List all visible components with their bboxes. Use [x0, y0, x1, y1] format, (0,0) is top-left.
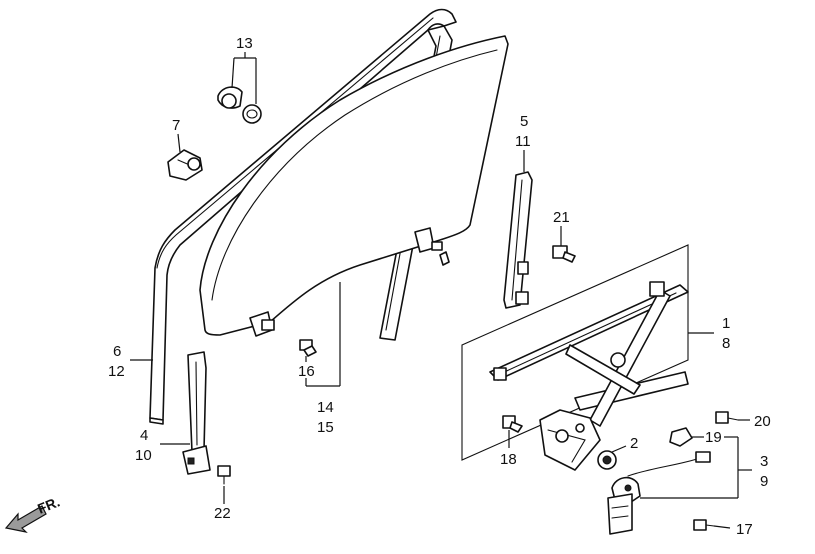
window-regulator [461, 244, 689, 471]
callout-6: 6 [113, 343, 121, 360]
callout-labels: 13 7 5 11 21 6 12 16 14 15 4 10 22 18 2 … [108, 35, 771, 538]
front-direction-label: FR. [35, 493, 62, 516]
callout-14: 14 [317, 399, 334, 416]
rear-run-channel [503, 171, 533, 309]
front-direction-marker: FR. [4, 493, 62, 533]
callout-17: 17 [736, 521, 753, 538]
window-motor [607, 451, 711, 535]
callout-13: 13 [236, 35, 253, 52]
part-13-caps [217, 86, 262, 124]
part-7-clip [167, 149, 203, 181]
bolt-18 [502, 415, 523, 433]
callout-1: 1 [722, 315, 730, 332]
callout-18: 18 [500, 451, 517, 468]
callout-21: 21 [553, 209, 570, 226]
callout-5: 5 [520, 113, 528, 130]
callout-4: 4 [140, 427, 148, 444]
bolt-20 [715, 411, 739, 424]
bolt-21 [552, 245, 576, 263]
callout-9: 9 [760, 473, 768, 490]
callout-8: 8 [722, 335, 730, 352]
callout-12: 12 [108, 363, 125, 380]
callout-22: 22 [214, 505, 231, 522]
door-glass [199, 35, 509, 337]
callout-15: 15 [317, 419, 334, 436]
callout-10: 10 [135, 447, 152, 464]
part-19-clip [669, 427, 693, 447]
callout-2: 2 [630, 435, 638, 452]
bolt-22 [217, 465, 231, 485]
callout-19: 19 [705, 429, 722, 446]
part-2-bushing [597, 450, 617, 470]
front-arrow-icon [4, 505, 47, 533]
callout-11: 11 [515, 133, 531, 150]
callout-7: 7 [172, 117, 180, 134]
callout-16: 16 [298, 363, 315, 380]
callout-3: 3 [760, 453, 768, 470]
leader-lines [130, 52, 752, 529]
callout-20: 20 [754, 413, 771, 430]
bolt-17 [693, 519, 715, 531]
bolt-16 [299, 339, 317, 357]
front-lower-channel [182, 351, 211, 475]
